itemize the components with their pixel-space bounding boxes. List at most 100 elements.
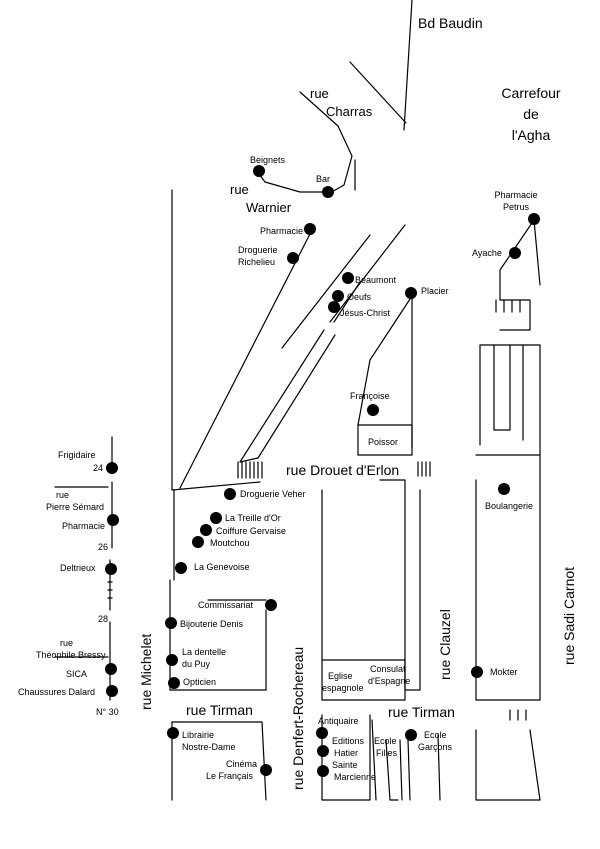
label-consulat-1: Consulat [370,664,406,674]
label-cinema-1: Cinéma [226,759,258,769]
rue-drouet-bottom [171,481,261,491]
label-droguerie-richelieu-1: Droguerie [238,245,278,255]
street-rue-michelet: rue Michelet [138,633,154,710]
bd-baudin-line [403,0,413,131]
block-poissor-1 [357,424,413,456]
marker-la-genevoise [175,562,187,574]
marker-boulangerie [498,483,510,495]
label-la-dentelle-1: La dentelle [182,647,227,657]
diag-street-1 [179,229,313,489]
marker-deltrieux [105,563,117,575]
street-rue-pierre-semard: Pierre Sémard [46,502,105,512]
clauzel-block-2 [379,479,406,691]
rue-warnier-line-1 [255,169,323,193]
label-sainte-2: Marcienne [334,772,377,782]
marker-coiffure-gervaise [200,524,212,536]
street-rue-warnier-word: rue [230,182,249,197]
marker-pharmacie-top [304,223,316,235]
rue-charras-line-2 [299,91,353,194]
marker-opticien [168,677,180,689]
lower-block-2 [371,719,377,801]
marker-la-dentelle [166,654,178,666]
label-moutchou: Moutchou [210,538,250,548]
marker-oeufs [332,290,344,302]
marker-beaumont [342,272,354,284]
label-bijouterie-denis: Bijouterie Denis [180,619,244,629]
right-diag-2 [533,219,541,286]
diag-street-2 [281,234,371,349]
marker-chaussures-dalard [106,685,118,697]
label-editions-1: Editions [332,736,365,746]
label-eglise-1: Eglise [328,671,353,681]
street-rue-charras-word: rue [310,86,329,101]
street-rue-denfert-rochereau: rue Denfert-Rochereau [290,646,306,790]
marker-droguerie-richelieu [287,252,299,264]
label-opticien: Opticien [183,677,217,687]
street-rue-theophile-bressy: Théophile Bressy [36,650,106,660]
marker-francoise [367,404,379,416]
label-la-dentelle-2: du Puy [182,659,211,669]
label-librairie-2: Nostre-Dame [182,742,236,752]
label-commissariat: Commissariat [198,600,254,610]
lower-block-5 [407,739,411,801]
label-mokter: Mokter [490,667,518,677]
hatch-left [237,461,263,479]
marker-sainte-marcienne [317,765,329,777]
label-pharmacie-petrus-1: Pharmacie [494,190,538,200]
label-beaumont: Beaumont [355,275,397,285]
marker-moutchou [192,536,204,548]
right-diag-1 [499,219,535,301]
diag-block-3 [239,457,259,463]
label-eglise-2: espagnole [322,683,364,693]
lower-block-3 [385,739,399,801]
label-francoise: Françoise [350,391,390,401]
marker-cinema [260,764,272,776]
label-cinema-2: Le Français [206,771,254,781]
carrefour-label-1: Carrefour [501,85,561,101]
diag-block-1 [239,329,325,463]
right-col-11 [475,729,541,801]
label-chaussures-dalard: Chaussures Dalard [18,687,96,697]
label-la-genevoise: La Genevoise [194,562,250,572]
label-ayache: Ayache [472,248,502,258]
label-sainte-1: Sainte [332,760,358,770]
label-librairie-1: Librairie [182,730,215,740]
label-num-28: 28 [98,614,109,624]
label-ecole-filles-2: Filles [376,748,398,758]
marker-frigidaire [106,462,118,474]
marker-ecole-garcons [405,729,417,741]
carrefour-label-3: l'Agha [511,127,551,143]
marker-ayache [509,247,521,259]
street-rue-theophile-word: rue [60,638,74,648]
label-coiffure-gervaise: Coiffure Gervaise [216,526,286,536]
label-sica: SICA [66,669,88,679]
marker-librairie [167,727,179,739]
label-ecole-filles-1: Ecole [374,736,397,746]
label-droguerie-richelieu-2: Richelieu [238,257,276,267]
label-oeufs: Oeufs [347,292,372,302]
label-boulangerie: Boulangerie [485,501,534,511]
clauzel-block-1 [404,489,421,691]
marker-pharmacie-left [107,514,119,526]
label-ecole-garcons-1: Ecole [424,730,447,740]
label-placier: Placier [421,286,449,296]
street-rue-pierre-semard-word: rue [56,490,70,500]
label-editions-2: Hatier [334,748,359,758]
street-rue-tirman-left: rue Tirman [186,702,253,718]
lower-block-4 [399,739,403,801]
right-col-1 [499,299,531,331]
label-ecole-garcons-2: Garçons [418,742,453,752]
marker-bijouterie-denis [165,617,177,629]
marker-droguerie-veher [224,488,236,500]
marker-commissariat [265,599,277,611]
right-col-4 [493,344,511,431]
block-placier-2 [357,295,413,426]
label-la-treille-dor: La Treille d'Or [225,513,281,523]
right-col-12 [529,729,541,801]
denfert-block-3 [321,659,406,701]
street-rue-clauzel: rue Clauzel [437,609,453,680]
street-rue-warnier: Warnier [246,200,292,215]
carrefour-label-2: de [523,106,539,122]
